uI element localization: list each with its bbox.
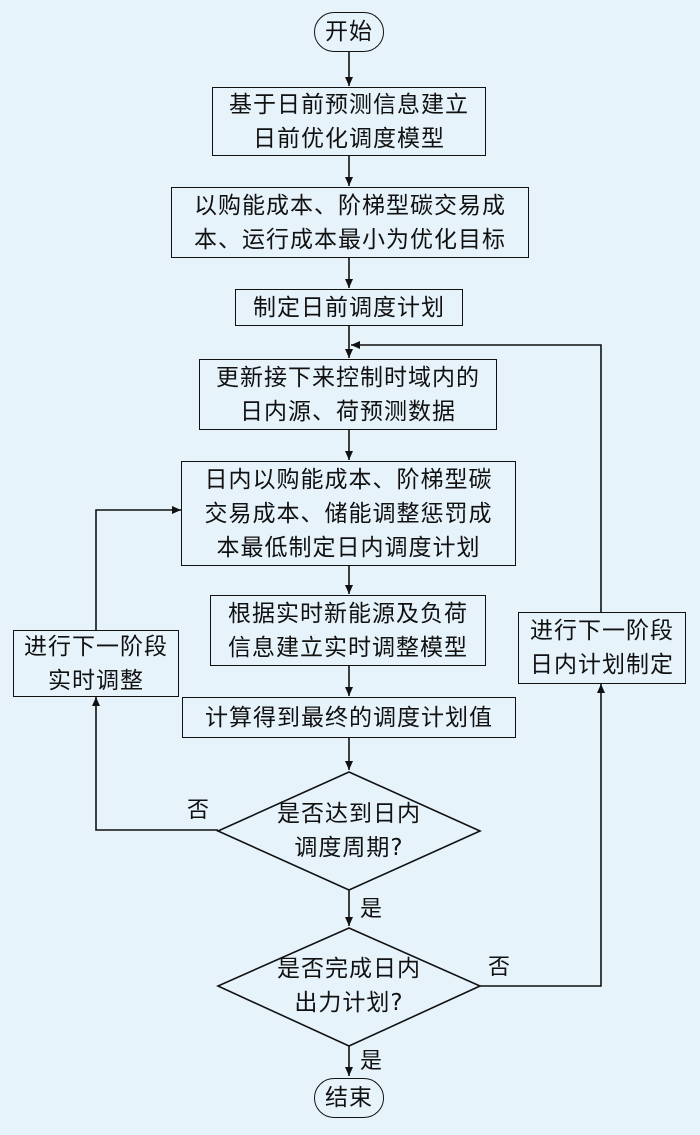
start-terminal: 开始 bbox=[314, 12, 384, 52]
decision1-yes-label: 是 bbox=[360, 897, 383, 922]
decision1-label: 是否达到日内 调度周期? bbox=[277, 801, 421, 861]
decision2-no-label: 否 bbox=[488, 955, 511, 980]
arrow-decision1-no-loop-left bbox=[92, 697, 218, 831]
step-day-ahead-plan: 制定日前调度计划 bbox=[235, 289, 463, 326]
step-intraday-plan: 日内以购能成本、阶梯型碳 交易成本、储能调整惩罚成 本最低制定日内调度计划 bbox=[181, 461, 516, 566]
step-build-day-ahead-model: 基于日前预测信息建立 日前优化调度模型 bbox=[212, 87, 486, 156]
decision1-no-label: 否 bbox=[187, 798, 210, 823]
arrow-loop-right-step4 bbox=[351, 341, 602, 612]
decision2-diamond bbox=[216, 927, 482, 1047]
step-realtime-adjust-model: 根据实时新能源及负荷 信息建立实时调整模型 bbox=[210, 595, 486, 666]
end-terminal: 结束 bbox=[314, 1078, 384, 1118]
decision2-yes-label: 是 bbox=[360, 1049, 383, 1074]
decision1-diamond bbox=[216, 771, 482, 891]
arrow-loop-left-step5 bbox=[95, 506, 181, 630]
step-compute-final-plan: 计算得到最终的调度计划值 bbox=[182, 697, 516, 738]
decision2-label: 是否完成日内 出力计划? bbox=[277, 956, 421, 1016]
loop-next-intraday-plan: 进行下一阶段 日内计划制定 bbox=[518, 612, 686, 684]
arrow-decision2-no-loop-right bbox=[480, 684, 605, 987]
step-update-intraday-forecast: 更新接下来控制时域内的 日内源、荷预测数据 bbox=[199, 359, 497, 430]
loop-next-realtime-adjust: 进行下一阶段 实时调整 bbox=[13, 630, 179, 697]
step-optimization-objective: 以购能成本、阶梯型碳交易成 本、运行成本最小为优化目标 bbox=[171, 187, 529, 258]
